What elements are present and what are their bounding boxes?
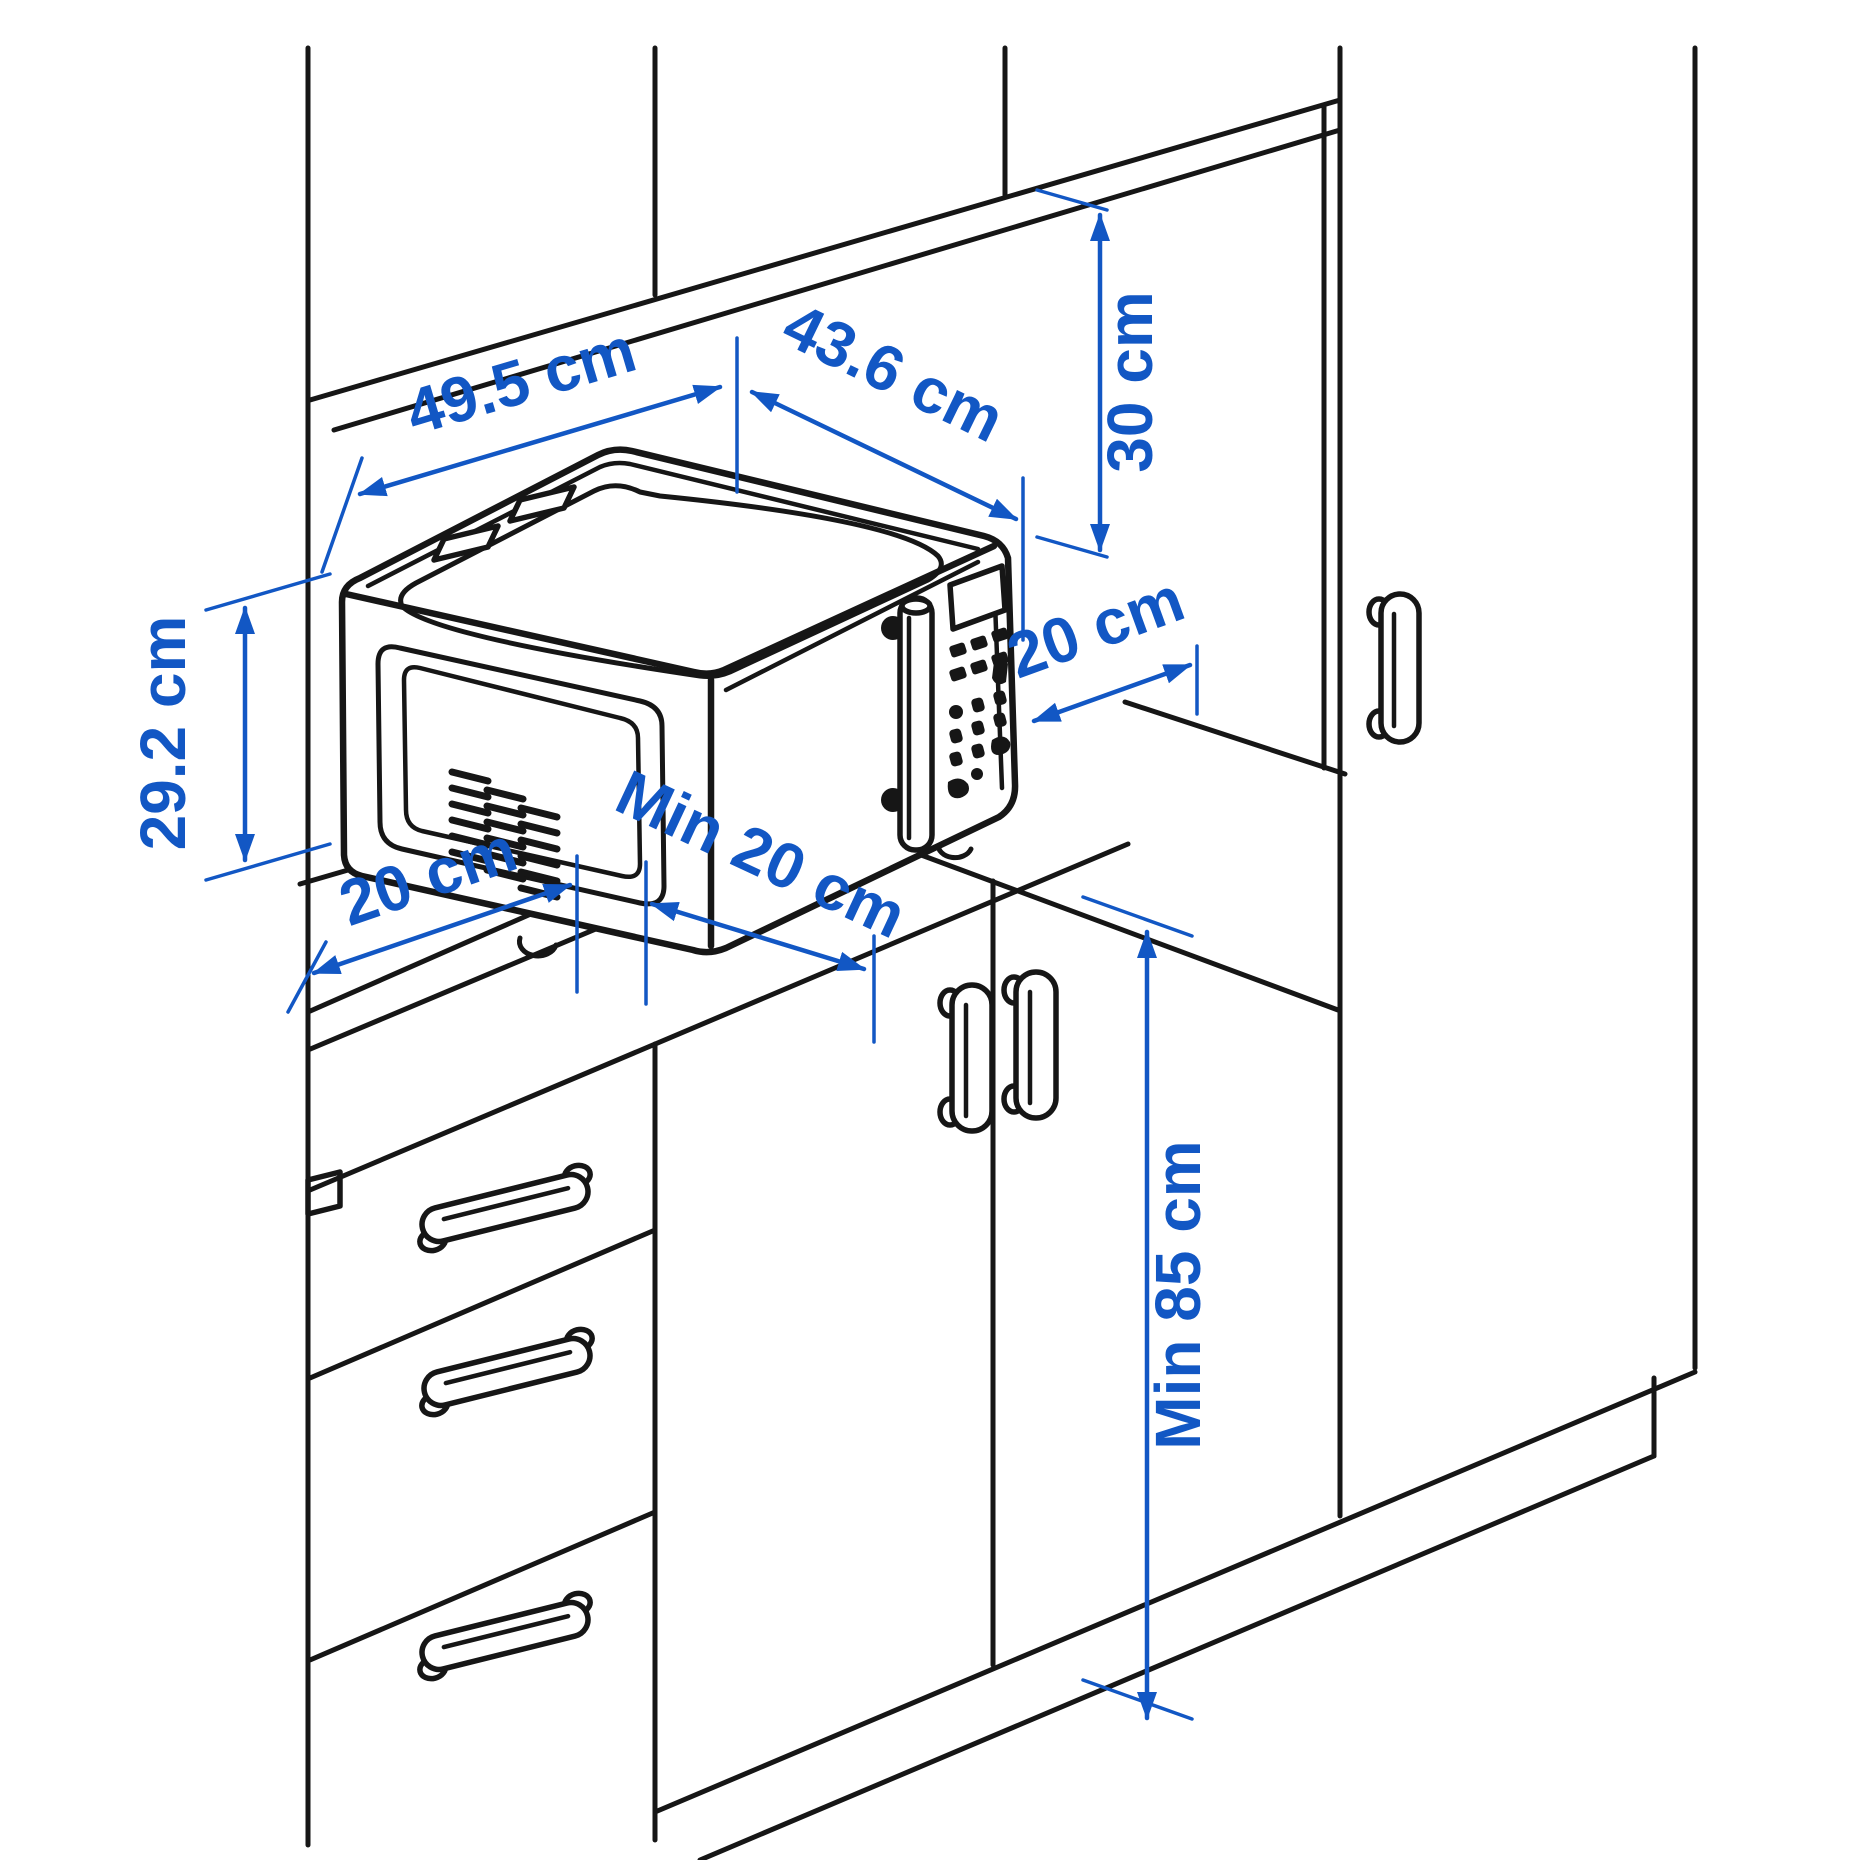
middle-door-handle-left	[937, 982, 995, 1134]
counter-front-edge-right	[859, 830, 1341, 1013]
drawer-handle-1	[417, 1162, 593, 1254]
counter-back-edge-right	[1122, 699, 1348, 777]
dim-label: 49.5 cm	[398, 313, 644, 449]
door-bottom-edge	[652, 1369, 1698, 1815]
microwave-tab-1	[431, 523, 501, 563]
microwave	[338, 446, 1019, 959]
dim-tick	[1081, 895, 1194, 938]
dim-tick	[1035, 535, 1109, 559]
microwave-door-inner	[401, 665, 643, 879]
dim-label: 30 cm	[1094, 291, 1166, 472]
middle-door-handle-right	[1001, 969, 1059, 1121]
dim-clearance-right: 20 cm	[998, 562, 1199, 724]
plinth-bottom-edge	[697, 1453, 1657, 1860]
drawer-handle-3	[417, 1590, 593, 1682]
dim-arrow	[357, 384, 723, 497]
microwave-buttons	[947, 627, 1011, 799]
tall-cabinet-handle	[1366, 591, 1422, 745]
microwave-vents	[448, 768, 561, 901]
drawer-divider-2	[307, 1509, 658, 1663]
dim-arrow	[649, 901, 867, 972]
dim-arrow	[749, 389, 1019, 522]
counter-back-edge-left	[297, 865, 358, 887]
dim-label: 43.6 cm	[772, 288, 1015, 456]
microwave-top-inset	[398, 483, 944, 679]
microwave-top-front-edges	[342, 542, 998, 677]
dim-tick	[204, 842, 332, 882]
drawer-divider-1	[307, 1227, 658, 1381]
dim-clearance-above: 30 cm	[1035, 188, 1166, 559]
dim-label: Min 85 cm	[1142, 1140, 1214, 1449]
microwave-display	[947, 563, 1008, 632]
wall-panel-top-edge	[307, 97, 1343, 403]
dim-arrow	[311, 882, 573, 976]
dim-tick	[320, 456, 364, 574]
dimensions: 49.5 cm 43.6 cm 30 cm 29.2 cm 20 cm	[127, 188, 1214, 1721]
dim-label: 29.2 cm	[127, 616, 199, 851]
dim-worktop-height: Min 85 cm	[1081, 895, 1214, 1721]
microwave-handle	[897, 595, 935, 853]
drawer-handle-2	[419, 1326, 595, 1418]
dim-tick	[1081, 1678, 1194, 1721]
microwave-door-outer	[375, 644, 667, 907]
microwave-front-inner-top	[723, 559, 981, 693]
dim-tick	[1035, 188, 1109, 212]
wall-panel-top-edge-inner	[331, 127, 1343, 433]
dim-tick	[204, 572, 332, 612]
wall-and-cabinets	[305, 45, 1698, 1848]
dim-microwave-height: 29.2 cm	[127, 572, 332, 882]
dim-arrow	[1031, 662, 1193, 724]
microwave-handle-cap	[899, 596, 933, 616]
base-cabinets	[307, 591, 1698, 1860]
